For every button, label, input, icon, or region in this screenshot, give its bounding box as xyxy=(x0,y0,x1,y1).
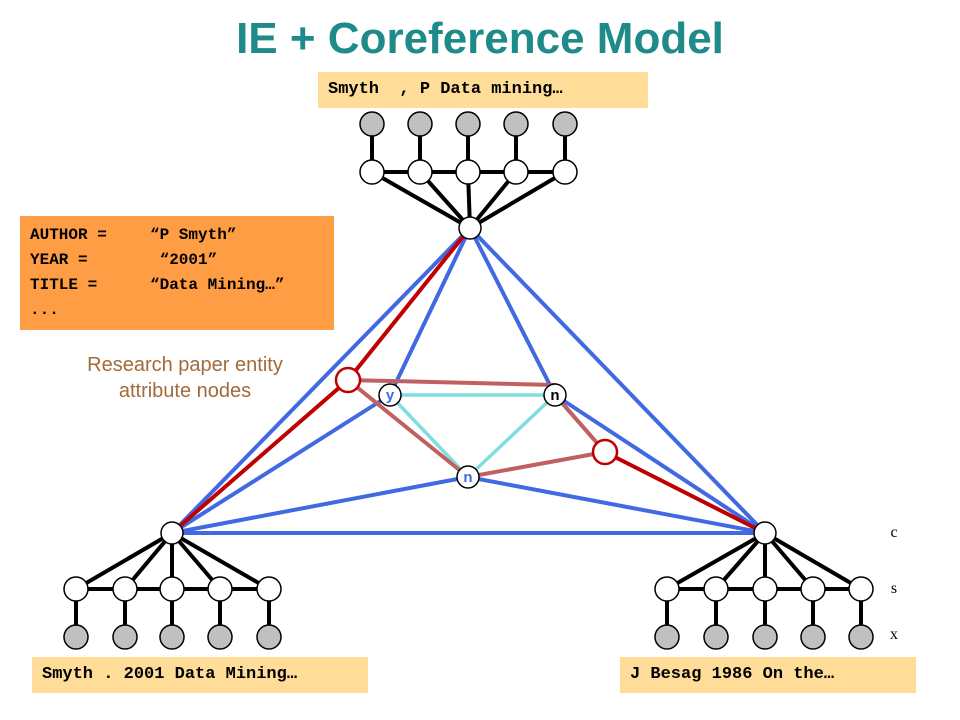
field-node xyxy=(752,576,778,602)
record-value: “2001” xyxy=(150,251,218,269)
record-key: AUTHOR = xyxy=(30,226,107,244)
field-node xyxy=(503,159,529,185)
edge-blue xyxy=(553,393,767,535)
record-line: AUTHOR = “P Smyth” xyxy=(30,223,324,248)
observed-node xyxy=(654,624,680,650)
attribute-record: AUTHOR = “P Smyth” YEAR = “2001” TITLE = “… xyxy=(20,216,334,330)
edge-tree xyxy=(370,170,472,230)
observed-node xyxy=(552,111,578,137)
record-value: “Data Mining…” xyxy=(150,276,285,294)
field-node xyxy=(63,576,89,602)
edge-blue xyxy=(468,226,767,535)
observed-node xyxy=(256,624,282,650)
observed-node xyxy=(503,111,529,137)
field-node xyxy=(359,159,385,185)
observed-node xyxy=(703,624,729,650)
edge-red xyxy=(603,450,767,535)
edge-blue xyxy=(466,475,767,535)
citation-tree-edges xyxy=(74,122,863,639)
field-node xyxy=(654,576,680,602)
edge-blue xyxy=(170,475,470,535)
edge-tree xyxy=(665,531,767,591)
coref-label-n: n xyxy=(463,469,472,486)
field-node xyxy=(848,576,874,602)
edge-tree xyxy=(170,531,271,591)
observed-node xyxy=(752,624,778,650)
edge-tree xyxy=(468,170,567,230)
coref-node-n xyxy=(543,383,567,407)
edge-muted-red xyxy=(466,450,607,479)
caption-line: attribute nodes xyxy=(118,380,252,402)
caption-line: Research paper entity xyxy=(87,354,283,376)
entity-node xyxy=(753,521,777,545)
graph-nodes: y n n xyxy=(63,111,874,650)
citation-right: J Besag 1986 On the… xyxy=(620,657,916,693)
field-node xyxy=(207,576,233,602)
coref-node-y xyxy=(378,383,402,407)
edge-blue xyxy=(170,226,472,535)
blue-edges xyxy=(170,226,767,535)
observed-node xyxy=(800,624,826,650)
coref-label-y: y xyxy=(386,387,395,404)
record-key: ... xyxy=(30,301,59,319)
field-node xyxy=(455,159,481,185)
edge-red xyxy=(170,378,350,535)
field-node xyxy=(703,576,729,602)
coref-label-n: n xyxy=(550,387,559,404)
coreference-edges xyxy=(170,226,767,535)
edge-tree xyxy=(74,531,174,591)
edge-tree xyxy=(763,531,863,591)
edge-muted-red xyxy=(346,378,470,479)
record-line: ... xyxy=(30,298,324,323)
observed-node xyxy=(63,624,89,650)
side-label-s: s xyxy=(890,580,898,597)
field-node xyxy=(159,576,185,602)
field-node xyxy=(407,159,433,185)
coref-node-n xyxy=(456,465,480,489)
field-node xyxy=(112,576,138,602)
citation-left: Smyth . 2001 Data Mining… xyxy=(32,657,368,693)
observed-node xyxy=(407,111,433,137)
observed-node xyxy=(359,111,385,137)
edge-blue xyxy=(388,226,472,397)
side-label-x: x xyxy=(890,626,898,643)
field-node xyxy=(256,576,282,602)
record-line: TITLE = “Data Mining…” xyxy=(30,273,324,298)
citation-top: Smyth , P Data mining… xyxy=(318,72,648,108)
field-node xyxy=(552,159,578,185)
edge-blue xyxy=(170,393,392,535)
edge-cyan xyxy=(466,393,557,479)
record-key: YEAR = xyxy=(30,251,88,269)
caption: Research paper entity attribute nodes xyxy=(50,352,320,404)
entity-node xyxy=(160,521,184,545)
observed-node xyxy=(112,624,138,650)
record-key: TITLE = xyxy=(30,276,98,294)
observed-node xyxy=(207,624,233,650)
field-node xyxy=(800,576,826,602)
attribute-node xyxy=(591,438,619,466)
observed-node xyxy=(848,624,874,650)
side-label-c: c xyxy=(890,524,898,541)
record-value: “P Smyth” xyxy=(150,226,237,244)
page-title: IE + Coreference Model xyxy=(236,14,724,63)
attribute-node xyxy=(334,366,362,394)
edge-red xyxy=(346,226,472,382)
observed-node xyxy=(455,111,481,137)
record-line: YEAR = “2001” xyxy=(30,248,324,273)
edge-cyan xyxy=(388,393,470,479)
edge-muted-red xyxy=(346,378,557,387)
entity-node xyxy=(458,216,482,240)
edge-blue xyxy=(468,226,557,397)
observed-node xyxy=(159,624,185,650)
